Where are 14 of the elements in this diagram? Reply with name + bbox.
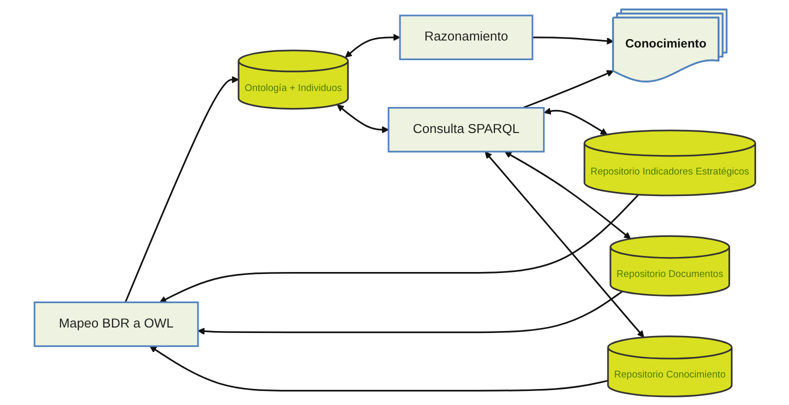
node-box: [398, 14, 533, 60]
node-box: [33, 301, 198, 346]
arrow: [336, 104, 388, 133]
arrow: [543, 107, 608, 134]
arrow: [124, 76, 238, 302]
arrow: [344, 33, 400, 58]
arrow: [504, 150, 631, 239]
arrow: [532, 36, 614, 44]
flowchart-drawing: Mapeo BDR a OWL Ontología + Individuos Razonamiento Repositorio Indicadores Estratégicos Repositorio Documentos Repositorio Conocimiento Consulta SPARQL Conocimiento: [28, 2, 762, 402]
arrow: [197, 290, 623, 334]
arrow: [159, 194, 639, 302]
arrow: [484, 151, 644, 338]
node-box: [387, 106, 544, 152]
arrow: [149, 345, 608, 392]
